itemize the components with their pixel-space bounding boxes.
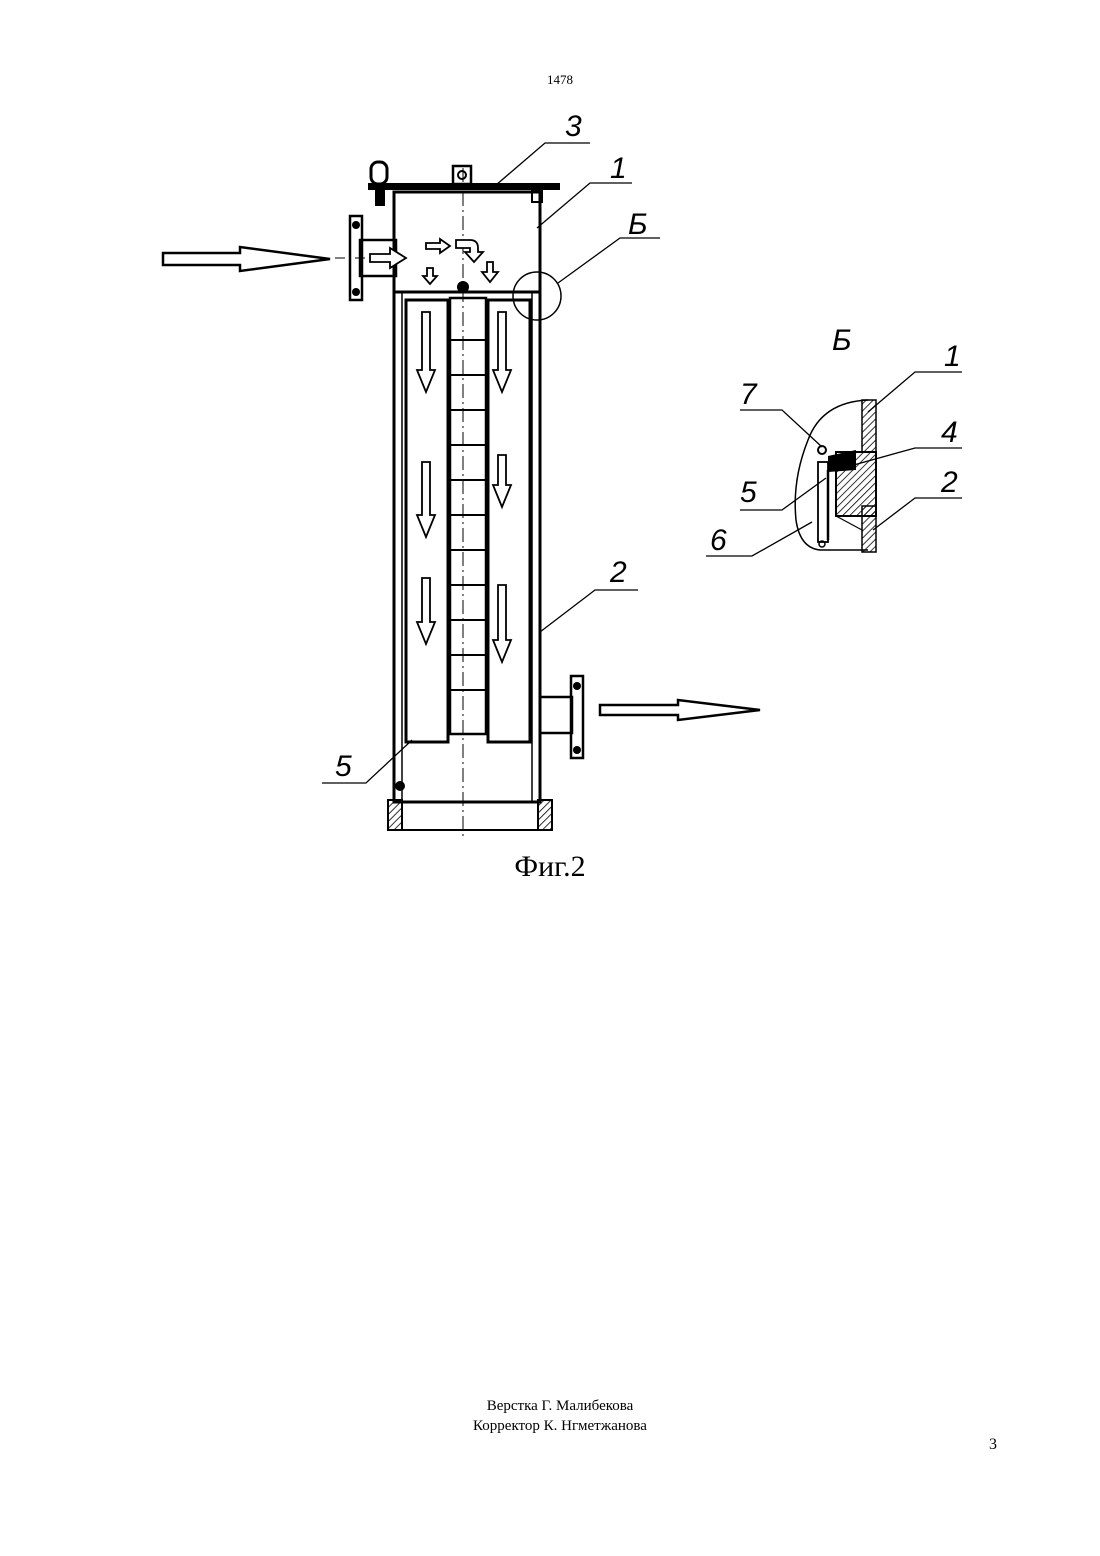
detail-callout-5: 5 [740,476,757,509]
callout-3: 3 [565,110,582,143]
detail-callout-2: 2 [940,466,958,499]
page-number: 3 [978,1436,1008,1454]
lid-hinge [371,162,387,184]
detail-circle [513,272,561,320]
figure-caption: Фиг.2 [500,850,600,884]
detail-callout-6: 6 [710,524,727,557]
callout-b: Б [628,208,648,241]
lower-shell [394,292,540,802]
filter-right-channel [488,300,530,742]
bottom-ring-left [388,800,402,830]
detail-callout-1: 1 [944,340,961,373]
lid-hinge-base [375,190,385,206]
bottom-ring-right [538,800,552,830]
credits: Верстка Г. Малибекова Корректор К. Нгмет… [350,1396,770,1436]
credit-layout: Верстка Г. Малибекова [350,1396,770,1416]
inlet-arrow [163,247,330,271]
outlet-pipe [540,697,572,733]
detail-callout-4: 4 [941,416,958,449]
callout-2: 2 [609,556,627,589]
callout-5: 5 [335,750,352,783]
patent-drawing: 3 1 Б 2 5 Б 1 7 4 5 2 6 [0,0,1100,900]
lid-handle [453,166,471,184]
outlet-arrow [600,700,760,720]
detail-callout-7: 7 [740,378,758,411]
callout-1: 1 [610,152,627,185]
detail-title: Б [832,324,852,357]
credit-proofreader: Корректор К. Нгметжанова [350,1416,770,1436]
apparatus-main-view [163,143,760,836]
internal-flow-arrows [370,239,511,662]
